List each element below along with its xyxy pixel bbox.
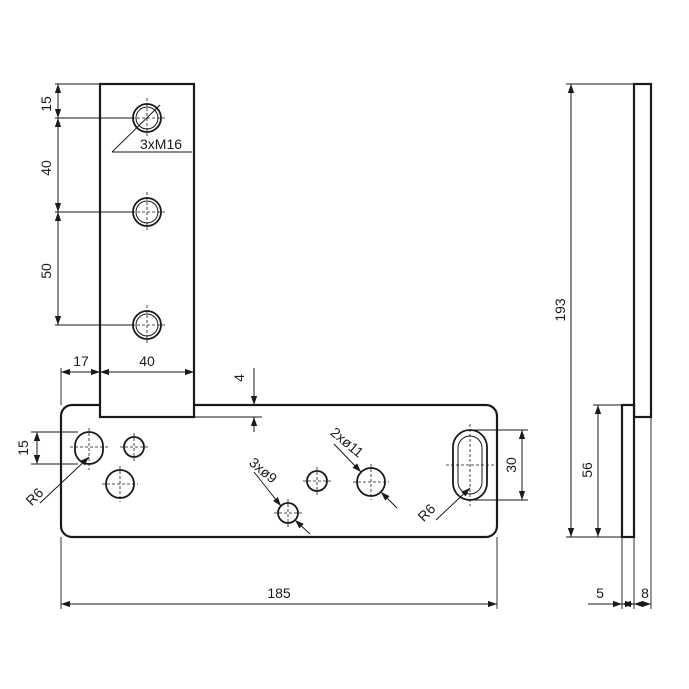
upright-plate [98, 82, 196, 419]
thread-hole [127, 192, 167, 232]
dim-lower-height: 56 [579, 404, 622, 537]
dim-step-label: 4 [231, 374, 247, 382]
thread-callout: 3xM16 [111, 104, 192, 153]
dim-step: 4 [194, 368, 262, 432]
dim-overall-height: 193 [552, 83, 634, 538]
dim-overall-height-label: 193 [552, 298, 568, 322]
small-hole [274, 499, 302, 527]
thread-hole [127, 305, 167, 345]
thread-callout-label: 3xM16 [140, 136, 182, 152]
dim-top-offset-label: 15 [38, 96, 54, 112]
side-view: 193 56 5 8 [552, 82, 653, 609]
front-view: 3xM16 15 40 50 17 40 [15, 82, 528, 609]
dim-upright: 17 40 [60, 353, 195, 405]
left-slot [70, 428, 108, 470]
medium-hole [353, 464, 389, 500]
dim-upright-width-label: 40 [139, 353, 155, 369]
dim-thickness-5-label: 5 [596, 585, 604, 601]
dim-overall-width-label: 185 [267, 585, 291, 601]
medium-hole [102, 466, 138, 502]
dim-hole-pitch-1-label: 40 [38, 160, 54, 176]
dim-thickness: 5 8 [588, 417, 652, 609]
dim-hole-pitch-2-label: 50 [38, 263, 54, 279]
dim-lower-height-label: 56 [579, 462, 595, 478]
base-plate [59, 403, 499, 539]
dim-hole-pitch-2: 50 [38, 212, 132, 326]
dim-slot-offset: 15 [15, 431, 78, 465]
radius-callout-left-label: R6 [22, 484, 46, 508]
small-hole [120, 433, 148, 461]
dim-upright-offset-label: 17 [73, 353, 89, 369]
dim-hole-pitch-1: 40 [38, 118, 132, 213]
side-base [620, 403, 636, 539]
dim-slot-offset-label: 15 [15, 440, 31, 456]
dim-slot-length: 30 [470, 429, 528, 501]
dim-overall-width: 185 [60, 537, 498, 609]
side-upright [632, 82, 653, 419]
dim-slot-length-label: 30 [503, 457, 519, 473]
dim-thickness-8-label: 8 [641, 585, 649, 601]
dim-top-offset: 15 [38, 83, 132, 119]
small-hole [303, 467, 331, 495]
